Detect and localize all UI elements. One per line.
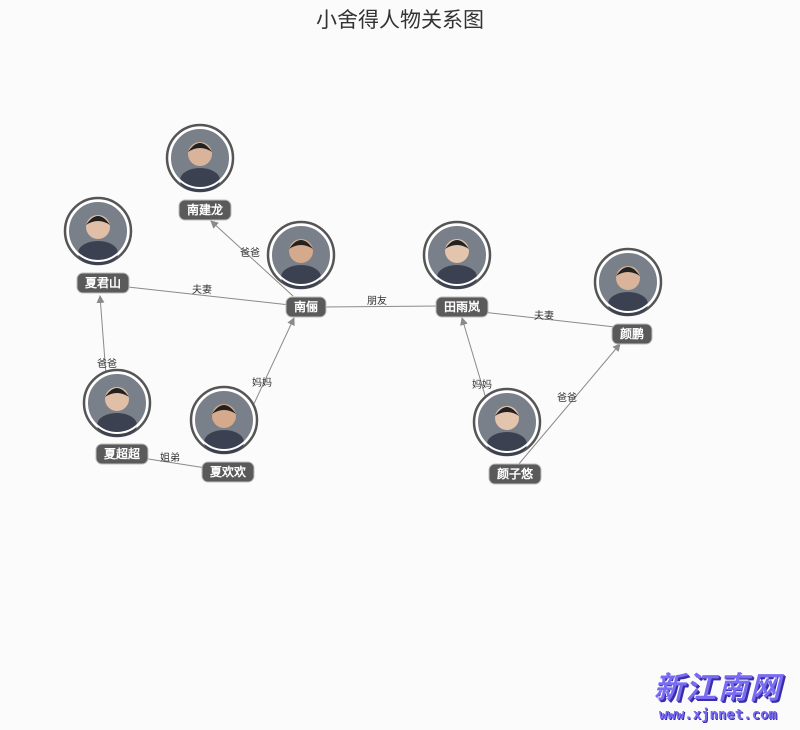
watermark-title: 新江南网 [654, 671, 782, 706]
avatar-hair [188, 143, 212, 152]
edge-nanli-tianyulan [322, 305, 441, 308]
node-nanli[interactable]: 南俪 [266, 220, 336, 318]
avatar-inner-ring [597, 251, 659, 313]
edge-xiachaochao-xiajunshan [96, 295, 107, 376]
edge-nanli-nanjianlong [210, 220, 294, 297]
edge-xiachaochao-xiahuanhuan [141, 457, 207, 469]
edge-label-yanziyou-yanpeng: 爸爸 [557, 391, 577, 404]
node-label-bg [95, 443, 149, 465]
avatar-hair [86, 216, 110, 225]
avatar-inner-ring [270, 224, 332, 286]
edge-label-tianyulan-yanpeng: 夫妻 [534, 309, 554, 322]
avatar-inner-ring [476, 391, 538, 453]
edge-label-nanli-nanjianlong: 爸爸 [240, 246, 260, 259]
edge-tianyulan-yanpeng [481, 311, 616, 328]
avatar-inner-ring [169, 127, 231, 189]
avatar-inner-ring [426, 224, 488, 286]
node-label: 夏欢欢 [210, 464, 247, 479]
node-label-bg [178, 199, 232, 221]
node-xiajunshan[interactable]: 夏君山 [63, 196, 133, 294]
node-label: 南建龙 [187, 202, 223, 217]
node-label: 颜鹏 [620, 326, 644, 341]
watermark-url: www.xjnnet.com [658, 707, 777, 723]
watermark-logo: 新江南网 www.xjnnet.com [644, 672, 792, 724]
edge-label-xiachaochao-xiajunshan: 爸爸 [97, 357, 117, 370]
avatar-hair [495, 407, 519, 416]
node-xiachaochao[interactable]: 夏超超 [82, 368, 152, 465]
node-label: 南俪 [294, 299, 318, 314]
node-nanjianlong[interactable]: 南建龙 [165, 123, 235, 221]
node-label-bg [611, 323, 653, 345]
avatar-hair [445, 240, 469, 249]
node-label-bg [488, 463, 542, 485]
node-yanpeng[interactable]: 颜鹏 [593, 247, 663, 345]
avatar-hair [212, 405, 236, 414]
edge-label-yanziyou-tianyulan: 妈妈 [472, 378, 492, 391]
edge-label-nanli-tianyulan: 朋友 [367, 294, 387, 307]
node-label: 夏超超 [104, 446, 141, 461]
edge-label-xiajunshan-nanli: 夫妻 [192, 283, 212, 296]
edge-yanziyou-yanpeng [517, 343, 621, 466]
node-xiahuanhuan[interactable]: 夏欢欢 [189, 385, 259, 483]
edge-label-xiahuanhuan-nanli: 妈妈 [252, 376, 272, 389]
node-label-bg [201, 461, 255, 483]
avatar-inner-ring [67, 200, 129, 262]
node-yanziyou[interactable]: 颜子悠 [472, 387, 542, 485]
node-label-bg [285, 296, 327, 318]
avatar-inner-ring [86, 372, 148, 434]
avatar-hair [616, 267, 640, 276]
edge-yanziyou-tianyulan [460, 317, 488, 403]
avatar-inner-ring [193, 389, 255, 451]
node-label-bg [76, 272, 130, 294]
avatar-hair [289, 240, 313, 249]
node-label: 夏君山 [85, 275, 121, 290]
node-label-bg [435, 296, 489, 318]
avatar-hair [105, 388, 129, 397]
edge-label-xiachaochao-xiahuanhuan: 姐弟 [160, 451, 180, 464]
node-tianyulan[interactable]: 田雨岚 [422, 220, 492, 318]
edge-xiahuanhuan-nanli [251, 317, 295, 409]
edge-xiajunshan-nanli [127, 286, 291, 306]
page-title: 小舍得人物关系图 [316, 8, 484, 32]
node-label: 田雨岚 [444, 299, 480, 314]
node-label: 颜子悠 [497, 466, 534, 481]
